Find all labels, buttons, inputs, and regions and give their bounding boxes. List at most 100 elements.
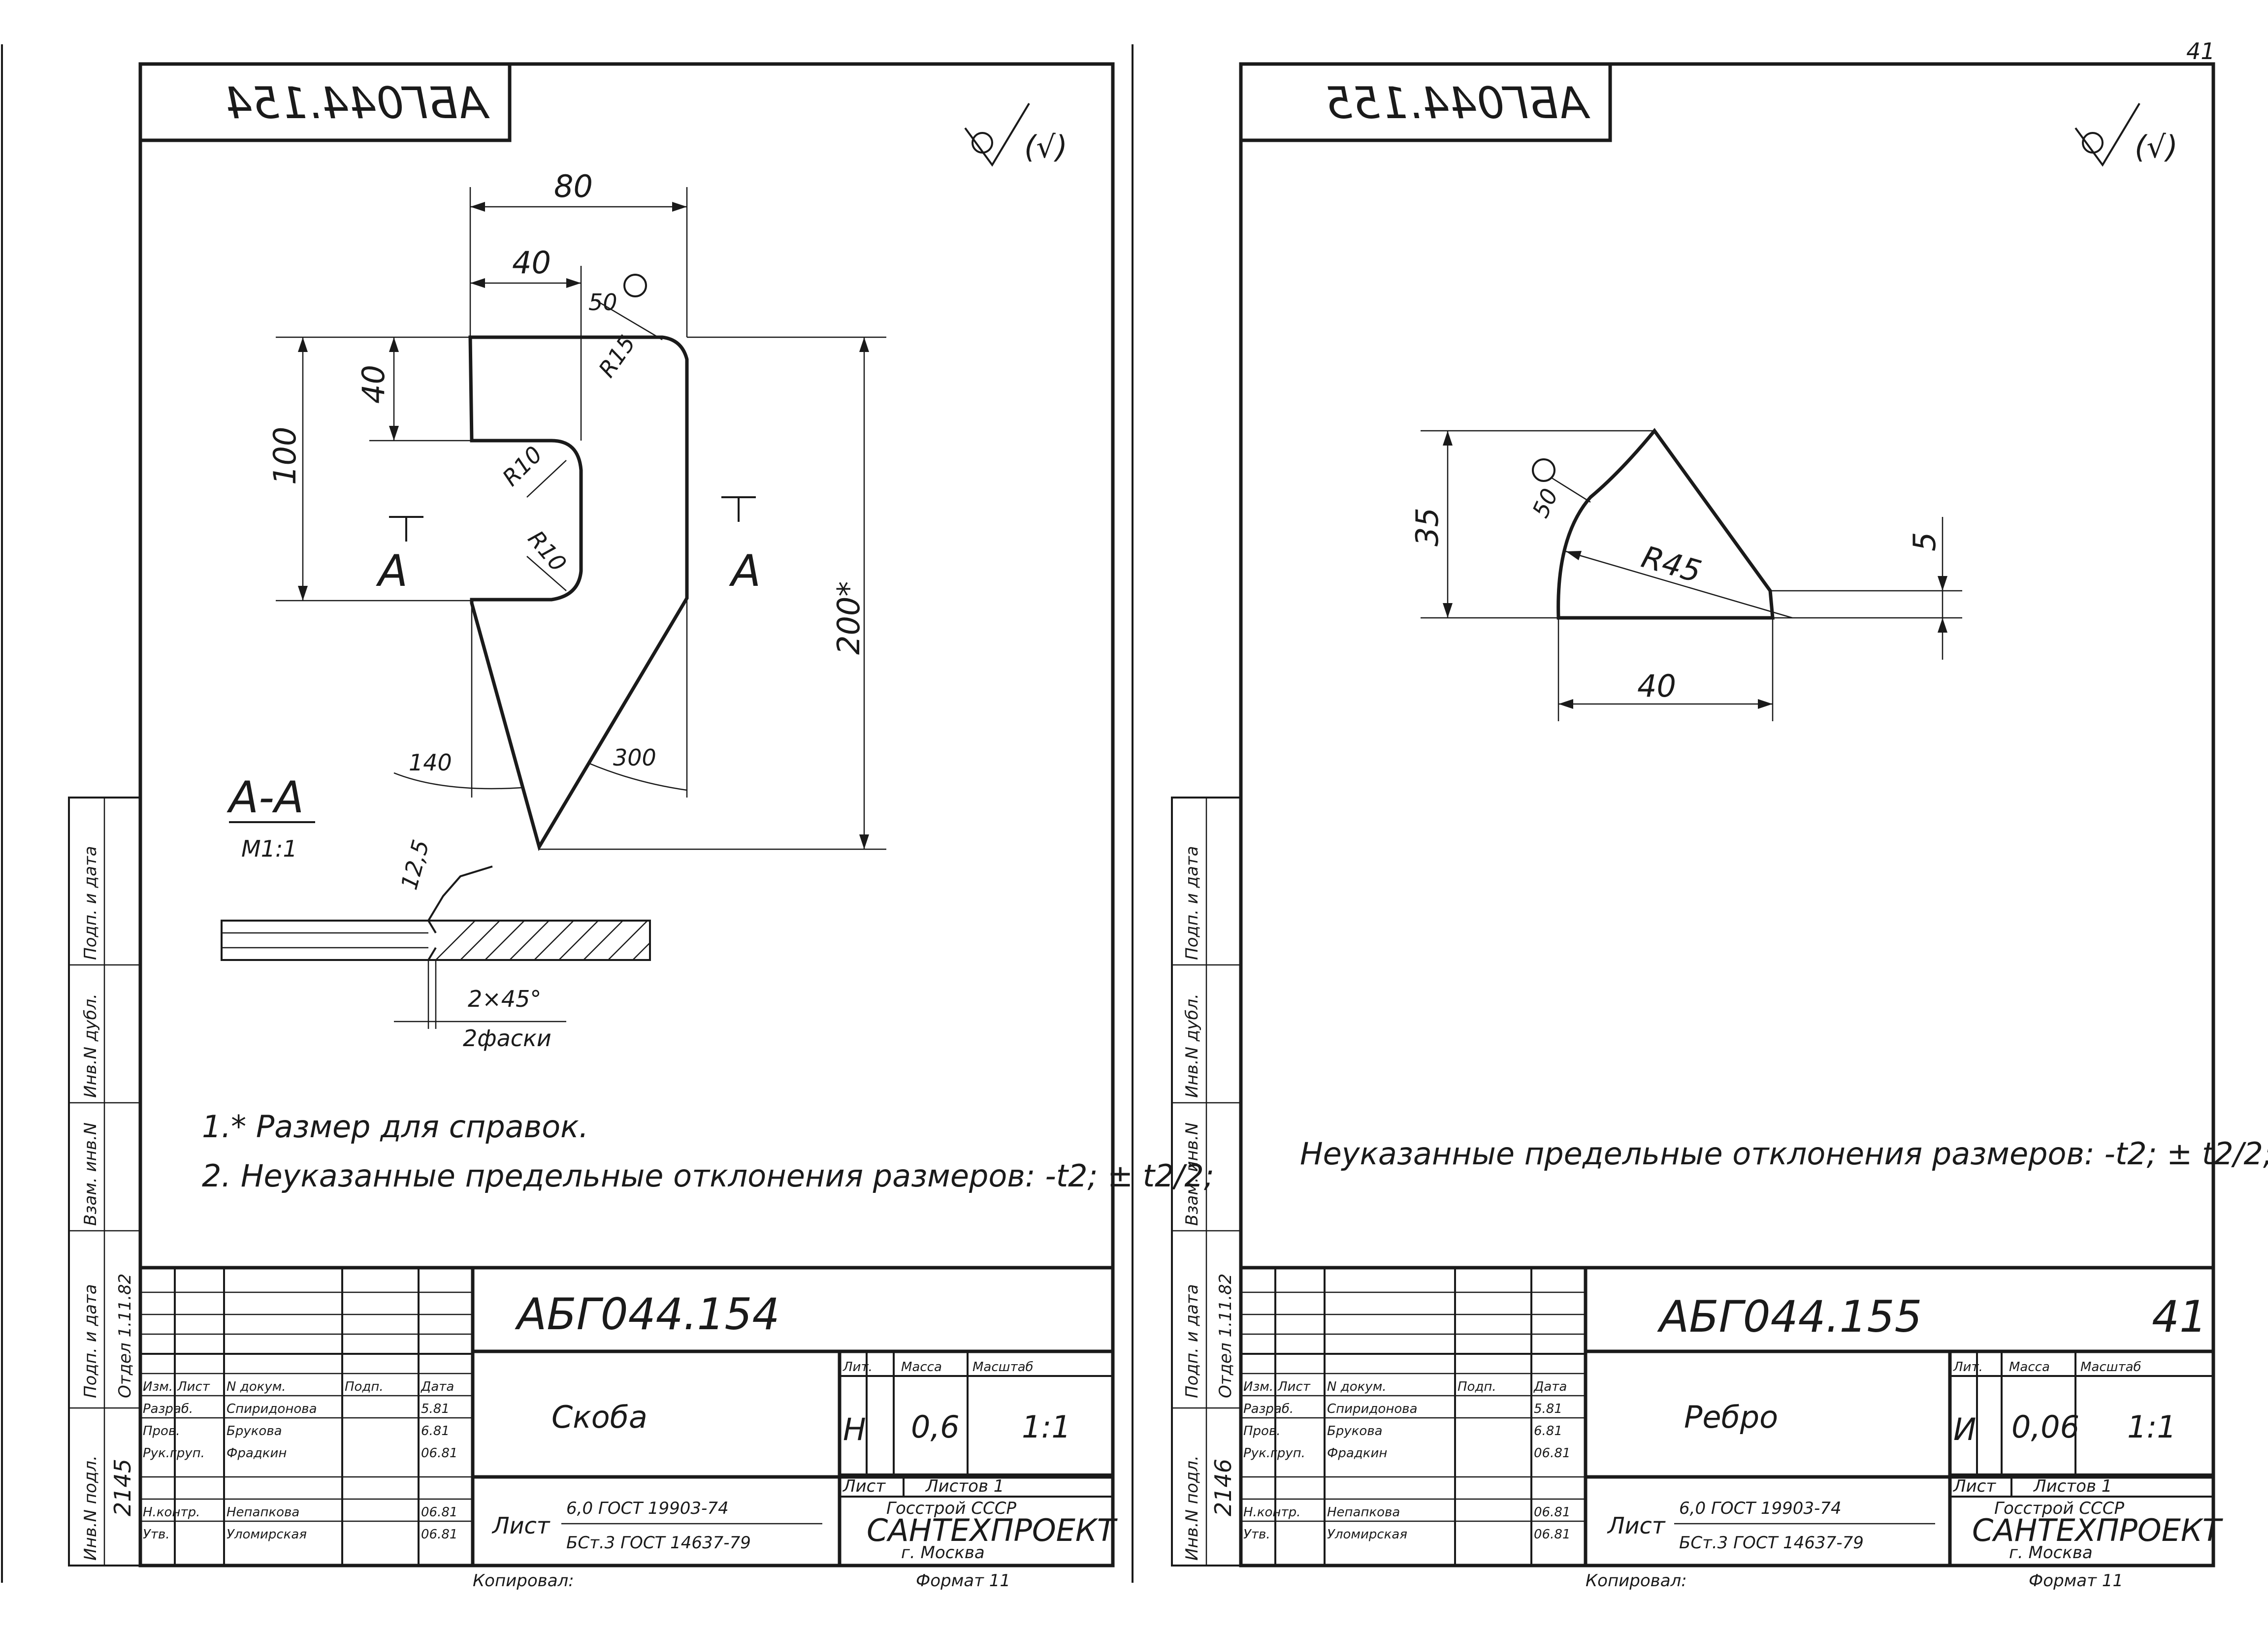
angle-140: 140 <box>409 749 452 776</box>
right-code-box <box>1239 62 1612 142</box>
side-date: Отдел 1.11.82 <box>115 1274 135 1398</box>
right-title-texts: АБГ044.155 41 Ребро Лит. Масса Масштаб И… <box>1243 1291 2223 1591</box>
right-roughness-symbol: (√) <box>2074 102 2178 167</box>
left-th-sheet: Лист <box>177 1379 210 1394</box>
left-row-name: Непапкова <box>227 1505 299 1520</box>
right-th-sheet: Лист <box>1277 1379 1311 1394</box>
dim-40: 40 <box>1637 668 1676 704</box>
right-title-block <box>1239 1266 2215 1567</box>
cut-label-right: А <box>729 545 761 596</box>
dim-100: 100 <box>267 427 303 485</box>
left-sheets-count: Листов 1 <box>925 1476 1004 1496</box>
dim-80: 80 <box>554 168 593 204</box>
right-material-label: Лист <box>1607 1512 1666 1539</box>
dim-35: 35 <box>1409 508 1445 546</box>
cut-label-left: А <box>376 545 408 596</box>
left-th-change: Изм. <box>143 1379 173 1394</box>
left-mass: 0,6 <box>911 1409 960 1445</box>
side-label-replace: Взам. инв.N <box>81 1122 100 1226</box>
left-copied: Копировал: <box>473 1571 574 1591</box>
right-sheets-count: Листов 1 <box>2033 1476 2112 1496</box>
right-litera: И <box>1953 1411 1976 1447</box>
left-dimension-labels: 80 40 50 R15 40 100 R10 R10 200* 140 300… <box>267 168 867 776</box>
roughness-50: 50 <box>588 289 617 316</box>
right-row-date: 06.81 <box>1534 1527 1570 1542</box>
right-head-scale: Масштаб <box>2080 1360 2141 1375</box>
left-dimensions <box>276 187 886 850</box>
right-row-role: Разраб. <box>1243 1402 1294 1416</box>
roughness-circle <box>1532 458 1555 482</box>
side-inv-number: 2146 <box>1210 1459 1236 1516</box>
left-head-litera: Лит. <box>842 1360 873 1375</box>
right-scale: 1:1 <box>2127 1409 2176 1445</box>
right-part-outline <box>1421 428 1962 721</box>
left-row-date: 06.81 <box>421 1446 457 1461</box>
side-label-sign-date-2: Подп. и дата <box>1182 846 1202 960</box>
dim-40-vertical: 40 <box>356 365 391 404</box>
left-part-outline <box>468 335 689 851</box>
left-row-name: Фрадкин <box>227 1446 287 1461</box>
side-label-replace: Взам. инв.N <box>1182 1122 1202 1226</box>
right-org-3: г. Москва <box>2009 1543 2093 1563</box>
roughness-circle <box>623 274 647 297</box>
right-row-name: Брукова <box>1327 1424 1383 1439</box>
dim-5: 5 <box>1907 532 1943 551</box>
right-material-bottom: БСт.3 ГОСТ 14637-79 <box>1679 1533 1864 1553</box>
right-row-role: Утв. <box>1243 1527 1270 1542</box>
right-row-name: Фрадкин <box>1327 1446 1387 1461</box>
right-th-sign: Подп. <box>1458 1379 1496 1394</box>
right-mass: 0,06 <box>2011 1409 2079 1445</box>
left-title-texts: АБГ044.154 Скоба Лит. Масса Масштаб Н 0,… <box>143 1289 1118 1591</box>
left-row-name: Уломирская <box>227 1527 307 1542</box>
left-format: Формат 11 <box>916 1571 1010 1591</box>
left-row-role: Разраб. <box>143 1402 193 1416</box>
left-head-mass: Масса <box>901 1360 942 1375</box>
chamfer-spec: 2×45° <box>468 986 541 1012</box>
side-label-sign-date: Подп. и дата <box>81 1284 100 1398</box>
roughness-50: 50 <box>1527 484 1563 522</box>
right-org-2: САНТЕХПРОЕКТ <box>1972 1512 2223 1548</box>
right-row-date: 5.81 <box>1534 1402 1562 1416</box>
right-sheet-label: Лист <box>1952 1476 1996 1496</box>
left-row-role: Рук.груп. <box>143 1446 205 1461</box>
right-row-name: Уломирская <box>1327 1527 1407 1542</box>
corner-page-number: 41 <box>2186 38 2215 64</box>
left-org-2: САНТЕХПРОЕКТ <box>867 1512 1118 1548</box>
chamfer-roughness: 12,5 <box>395 837 434 893</box>
right-note: Неуказанные предельные отклонения размер… <box>1300 1136 2268 1172</box>
left-th-date: Дата <box>421 1379 454 1394</box>
right-row-role: Пров. <box>1243 1424 1281 1439</box>
left-side-stamp: Инв.N подл. Подп. и дата Взам. инв.N Инв… <box>68 797 141 1567</box>
right-side-stamp: Инв.N подл. Подп. и дата Взам. инв.N Инв… <box>1171 797 1242 1567</box>
right-row-date: 6.81 <box>1534 1424 1562 1439</box>
left-scale: 1:1 <box>1022 1409 1071 1445</box>
right-row-name: Непапкова <box>1327 1505 1400 1520</box>
left-head-scale: Масштаб <box>972 1360 1034 1375</box>
right-dimension-labels: 35 50 R45 5 40 <box>1409 458 1943 704</box>
dim-r10-top: R10 <box>497 441 548 491</box>
left-litera: Н <box>843 1411 866 1447</box>
right-title-code: АБГ044.155 <box>1657 1291 1922 1342</box>
section-scale: М1:1 <box>241 835 297 862</box>
svg-text:(√): (√) <box>1024 129 1068 165</box>
left-row-date: 6.81 <box>421 1424 450 1439</box>
right-th-doc: N докум. <box>1327 1379 1387 1394</box>
dim-r10-bottom: R10 <box>523 525 572 576</box>
left-title-code: АБГ044.154 <box>515 1289 780 1340</box>
note-2: 2. Неуказанные предельные отклонения раз… <box>202 1158 1214 1194</box>
left-code-box <box>138 62 512 142</box>
left-org-1: Госстрой СССР <box>886 1499 1016 1518</box>
chamfer-count: 2фаски <box>463 1025 551 1052</box>
side-label-dup: Инв.N дубл. <box>1182 993 1202 1098</box>
left-row-role: Утв. <box>143 1527 170 1542</box>
left-sheet-label: Лист <box>842 1476 886 1496</box>
right-head-mass: Масса <box>2009 1360 2050 1375</box>
left-th-doc: N докум. <box>227 1379 286 1394</box>
dim-r45: R45 <box>1638 539 1705 590</box>
right-sheet: АБГ044.155 (√) <box>1171 62 2268 1591</box>
right-th-change: Изм. <box>1243 1379 1273 1394</box>
left-org-3: г. Москва <box>901 1543 985 1563</box>
side-label-inv: Инв.N подл. <box>1182 1455 1202 1561</box>
svg-text:(√): (√) <box>2135 129 2178 165</box>
